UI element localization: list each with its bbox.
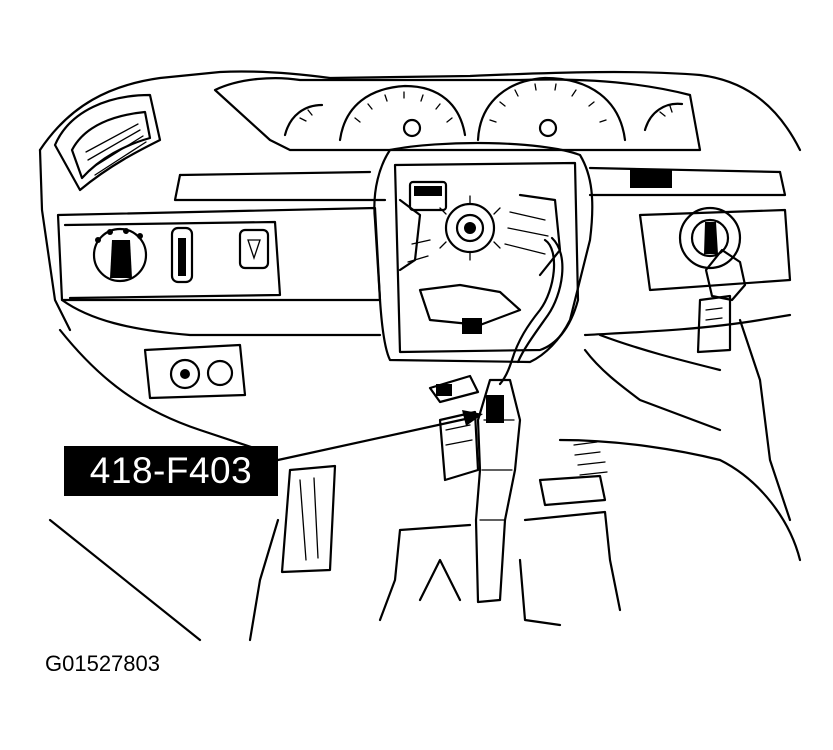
figure-id-label: G01527803 bbox=[45, 651, 160, 676]
ignition-lock-cylinder bbox=[638, 206, 792, 354]
callout-leader-line bbox=[276, 416, 472, 462]
floor-mat-right bbox=[558, 438, 802, 562]
tachometer-gauge bbox=[338, 84, 467, 142]
center-console bbox=[378, 510, 622, 627]
dimmer-switch bbox=[170, 226, 194, 284]
trunk-switch bbox=[238, 228, 270, 270]
brake-pedal-shaft bbox=[438, 410, 480, 482]
column-connector-upper bbox=[408, 180, 448, 212]
floor-contour-left bbox=[48, 328, 262, 642]
dashboard-left-edge bbox=[38, 148, 72, 332]
instrument-cluster bbox=[213, 76, 702, 152]
steering-shaft bbox=[428, 374, 522, 604]
accelerator-pedal bbox=[280, 464, 337, 574]
right-lower-edge bbox=[738, 318, 792, 522]
steering-column-mechanism bbox=[398, 180, 564, 386]
steering-column-opening bbox=[373, 141, 594, 364]
gauge-hub-right bbox=[538, 118, 558, 138]
dash-panel-upper-line bbox=[178, 166, 782, 177]
hazard-switch bbox=[630, 170, 672, 188]
multifunction-switch-connector bbox=[486, 395, 504, 423]
speedometer-gauge bbox=[476, 76, 627, 142]
lower-dash-contour bbox=[60, 298, 792, 337]
part-number-callout: 418-F403 bbox=[64, 446, 278, 496]
part-number-label: 418-F403 bbox=[89, 450, 253, 491]
key-fob bbox=[696, 294, 732, 354]
ignition-key bbox=[704, 248, 747, 302]
dashboard-top-contour bbox=[38, 70, 802, 152]
left-switch-panel bbox=[56, 206, 382, 302]
wire-harness bbox=[498, 238, 556, 386]
temp-gauge bbox=[643, 102, 684, 132]
headlamp-switch-knob bbox=[92, 227, 148, 283]
gauge-hub-left bbox=[402, 118, 422, 138]
lower-left-switch-panel bbox=[143, 343, 247, 400]
air-vent bbox=[53, 93, 162, 192]
fuel-gauge bbox=[283, 103, 324, 137]
